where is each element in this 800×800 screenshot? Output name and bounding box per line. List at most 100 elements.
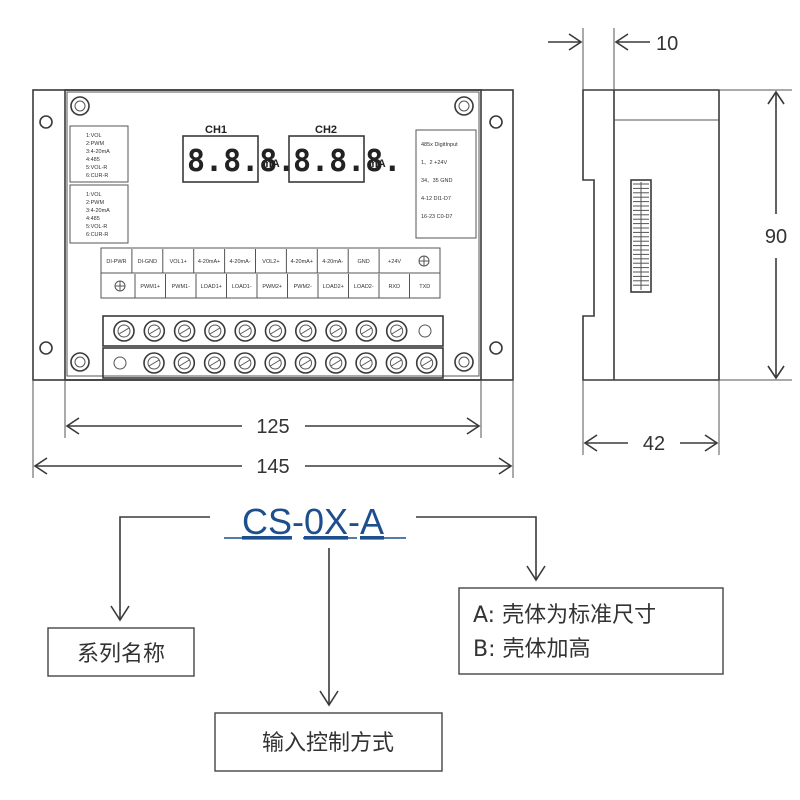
arrowhead: [767, 365, 785, 380]
terminal-screw-head: [299, 324, 313, 338]
terminal-screw-slot: [179, 327, 190, 335]
terminal-label: PWM1+: [140, 284, 160, 290]
terminal-screw: [355, 320, 378, 342]
terminal-screw: [264, 320, 287, 342]
terminal-end-hole: [418, 324, 432, 338]
mounting-hole: [70, 96, 90, 116]
terminal-screw-slot: [330, 359, 342, 367]
dim-90: 90: [719, 89, 792, 381]
terminal-screw: [203, 352, 226, 374]
terminal-screw-slot: [391, 327, 402, 335]
terminal-label: DI-PWR: [106, 259, 126, 265]
mounting-hole: [454, 352, 474, 372]
terminal-screw-slot: [391, 359, 402, 367]
terminal-end-hole: [113, 356, 127, 370]
terminal-label: LOAD2-: [354, 284, 374, 290]
housing-option-box: [458, 587, 724, 675]
series-label-box: [47, 627, 195, 677]
dim-145: 145: [32, 380, 514, 478]
terminal-screw-slot: [270, 327, 281, 335]
terminal-label: LOAD2+: [323, 284, 344, 290]
terminal-screw-head: [329, 324, 343, 338]
terminal-screw: [113, 320, 135, 342]
terminal-label: RXD: [388, 284, 400, 290]
leader-series: [119, 516, 210, 620]
side-profile: [582, 89, 720, 381]
arrowhead: [65, 417, 80, 435]
terminal-screw-head: [329, 356, 343, 370]
terminal-label: LOAD1+: [201, 284, 222, 290]
terminal-screw-head: [147, 356, 161, 370]
arrowhead: [526, 565, 546, 582]
terminal-label: DI-GND: [138, 259, 158, 265]
terminal-screw: [294, 320, 317, 342]
arrowhead: [583, 434, 598, 452]
mounting-hole: [39, 341, 53, 355]
arrowhead: [319, 690, 339, 707]
terminal-screw-slot: [118, 327, 130, 335]
panel-text-line: 1:VOL: [86, 133, 102, 139]
panel-text-line: 5:VOL-R: [86, 165, 107, 171]
left-info-panel-2: [69, 184, 129, 244]
panel-text-line: 5:VOL-R: [86, 224, 107, 230]
terminal-screw: [325, 320, 347, 342]
right-info-panel: [415, 129, 477, 239]
mounting-hole: [39, 115, 53, 129]
terminal-screw-head: [178, 324, 192, 338]
ch2-digits: 8.8.8.: [293, 144, 401, 179]
arrowhead: [704, 434, 719, 452]
terminal-screw-slot: [360, 359, 372, 367]
terminal-screw: [234, 320, 256, 342]
terminal-screw-head: [177, 356, 191, 370]
terminal-screw: [324, 352, 347, 374]
mounting-hole: [489, 115, 503, 129]
code-part-control: 0X: [304, 501, 348, 542]
terminal-screw-head: [359, 324, 373, 338]
terminal-screw-head: [117, 324, 131, 338]
terminal-screw-head: [390, 324, 404, 338]
terminal-label: PWM2+: [262, 284, 282, 290]
panel-text-line: 2:PWM: [86, 141, 104, 147]
ch1-label: CH1: [205, 124, 227, 136]
arrowhead: [498, 457, 513, 475]
arrowhead: [110, 605, 130, 622]
terminal-label: VOL2+: [262, 259, 279, 265]
terminal-screw: [173, 320, 196, 342]
panel-text-line: 1、2 +24V: [421, 160, 447, 166]
panel-text-line: 1:VOL: [86, 192, 102, 198]
panel-text-line: 3:4-20mA: [86, 149, 110, 155]
terminal-screw: [415, 352, 438, 374]
terminal-screw: [204, 320, 226, 342]
terminal-screw: [294, 352, 317, 374]
mounting-holes: [39, 96, 503, 372]
ch2-display: [288, 135, 365, 183]
panel-text-line: 4-12 DI1-D7: [421, 196, 451, 202]
control-label-box: [214, 712, 443, 772]
terminal-screw-slot: [421, 359, 432, 367]
code-separator: -: [292, 501, 304, 542]
panel-text-line: 16-23 C0-D7: [421, 214, 453, 220]
terminal-label: PWM2-: [294, 284, 313, 290]
code-part-series: CS: [242, 501, 292, 542]
terminal-screw: [264, 352, 287, 374]
terminal-screw-slot: [239, 359, 251, 367]
dim-90-value: 90: [765, 226, 787, 248]
terminal-label: 4-20mA-: [230, 259, 251, 265]
side-connector: [630, 179, 652, 293]
arrowhead: [466, 417, 481, 435]
terminal-label: 4-20mA+: [198, 259, 220, 265]
terminal-label: LOAD1-: [232, 284, 252, 290]
terminal-screw-head: [420, 356, 434, 370]
dim-10: 10: [548, 28, 678, 90]
terminal-block-upper: [102, 315, 444, 347]
code-separator: -: [348, 501, 360, 542]
terminal-screw-slot: [179, 359, 190, 367]
panel-text-line: 4:485: [86, 216, 100, 222]
terminal-screw-slot: [300, 359, 311, 367]
